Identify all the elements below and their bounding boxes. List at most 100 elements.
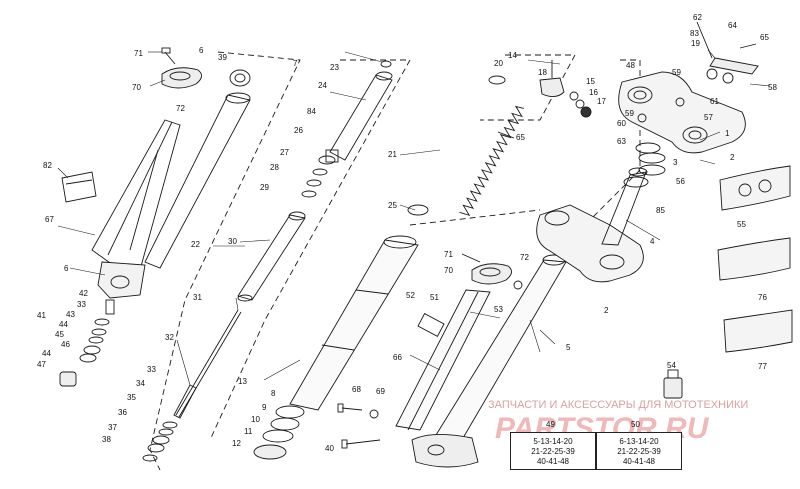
label-60: 60 xyxy=(617,119,626,128)
label-14: 14 xyxy=(508,51,517,60)
label-26: 26 xyxy=(294,126,303,135)
label-9: 9 xyxy=(262,403,267,412)
cap-parts xyxy=(497,60,592,139)
label-53: 53 xyxy=(494,305,503,314)
bushings-26-29 xyxy=(301,155,336,198)
label-8: 8 xyxy=(271,389,276,398)
label-59b: 59 xyxy=(625,109,634,118)
kit-49-line3: 40-41-48 xyxy=(536,457,570,466)
inner-tube-right xyxy=(253,235,419,460)
label-63: 63 xyxy=(617,137,626,146)
label-72b: 72 xyxy=(176,104,185,113)
label-22: 22 xyxy=(191,240,200,249)
label-31: 31 xyxy=(193,293,202,302)
label-56: 56 xyxy=(676,177,685,186)
number-plates xyxy=(717,165,793,353)
kit-50-line3: 40-41-48 xyxy=(622,457,656,466)
clamp-top-left xyxy=(161,47,202,89)
label-13: 13 xyxy=(238,377,247,386)
label-10: 10 xyxy=(251,415,260,424)
label-1: 1 xyxy=(725,129,730,138)
label-34: 34 xyxy=(136,379,145,388)
label-58: 58 xyxy=(768,83,777,92)
kit-box-50: 6-13-14-20 21-22-25-39 40-41-48 xyxy=(596,432,682,470)
label-52: 52 xyxy=(406,291,415,300)
kit-box-49: 5-13-14-20 21-22-25-39 40-41-48 xyxy=(510,432,596,470)
label-2b: 2 xyxy=(604,306,609,315)
label-82: 82 xyxy=(43,161,52,170)
label-46: 46 xyxy=(61,340,70,349)
fork-spring xyxy=(407,75,524,217)
label-44b: 44 xyxy=(42,349,51,358)
label-67: 67 xyxy=(45,215,54,224)
label-83: 83 xyxy=(690,29,699,38)
label-18: 18 xyxy=(538,68,547,77)
label-39: 39 xyxy=(218,53,227,62)
label-16: 16 xyxy=(589,88,598,97)
label-7: 7 xyxy=(293,59,298,68)
label-64: 64 xyxy=(728,21,737,30)
part-labels: 62 64 65 83 19 59 61 58 57 1 2 3 56 85 5… xyxy=(37,13,777,453)
clamp-right xyxy=(461,253,523,290)
label-65b: 65 xyxy=(516,133,525,142)
label-29: 29 xyxy=(260,183,269,192)
label-48: 48 xyxy=(626,61,635,70)
label-23: 23 xyxy=(330,63,339,72)
label-27: 27 xyxy=(280,148,289,157)
damper-parts-left xyxy=(59,299,115,387)
label-21: 21 xyxy=(388,150,397,159)
label-24: 24 xyxy=(318,81,327,90)
label-12: 12 xyxy=(232,439,241,448)
kit-50-line1: 6-13-14-20 xyxy=(619,437,659,446)
slider-tube-right xyxy=(395,289,491,431)
cartridge-tube xyxy=(237,211,306,302)
label-6: 6 xyxy=(199,46,204,55)
label-5: 5 xyxy=(566,343,571,352)
label-32: 32 xyxy=(165,333,174,342)
label-25: 25 xyxy=(388,201,397,210)
watermark-caption: ЗАПЧАСТИ И АКСЕССУАРЫ ДЛЯ МОТОТЕХНИКИ xyxy=(488,399,748,411)
label-68: 68 xyxy=(352,385,361,394)
label-20: 20 xyxy=(494,59,503,68)
label-44: 44 xyxy=(59,320,68,329)
kit-number-50: 50 xyxy=(631,420,640,429)
label-76: 76 xyxy=(758,293,767,302)
label-17: 17 xyxy=(597,97,606,106)
kit-49-line1: 5-13-14-20 xyxy=(533,437,573,446)
label-71: 71 xyxy=(444,250,453,259)
label-57: 57 xyxy=(704,113,713,122)
label-19: 19 xyxy=(691,39,700,48)
label-77: 77 xyxy=(758,362,767,371)
label-47: 47 xyxy=(37,360,46,369)
label-36: 36 xyxy=(118,408,127,417)
inner-cartridge-24 xyxy=(325,60,393,163)
kit-number-49: 49 xyxy=(546,420,555,429)
label-71b: 71 xyxy=(134,49,143,58)
label-51: 51 xyxy=(430,293,439,302)
bolts-lower xyxy=(337,403,381,449)
damper-rod xyxy=(173,309,242,419)
label-84: 84 xyxy=(307,107,316,116)
label-11: 11 xyxy=(244,427,253,436)
label-6b: 6 xyxy=(64,264,69,273)
label-28: 28 xyxy=(270,163,279,172)
label-69: 69 xyxy=(376,387,385,396)
label-59: 59 xyxy=(672,68,681,77)
inner-tube-left xyxy=(144,69,251,269)
label-70b: 70 xyxy=(132,83,141,92)
kit-49-line2: 21-22-25-39 xyxy=(531,447,575,456)
label-42: 42 xyxy=(79,289,88,298)
outer-leg-right xyxy=(411,254,567,468)
label-40: 40 xyxy=(325,444,334,453)
label-35: 35 xyxy=(127,393,136,402)
label-72: 72 xyxy=(520,253,529,262)
label-43: 43 xyxy=(66,310,75,319)
steering-bearings xyxy=(623,142,666,188)
label-54: 54 xyxy=(667,361,676,370)
label-33: 33 xyxy=(147,365,156,374)
label-55: 55 xyxy=(737,220,746,229)
label-61: 61 xyxy=(710,97,719,106)
label-15: 15 xyxy=(586,77,595,86)
label-3: 3 xyxy=(673,158,678,167)
